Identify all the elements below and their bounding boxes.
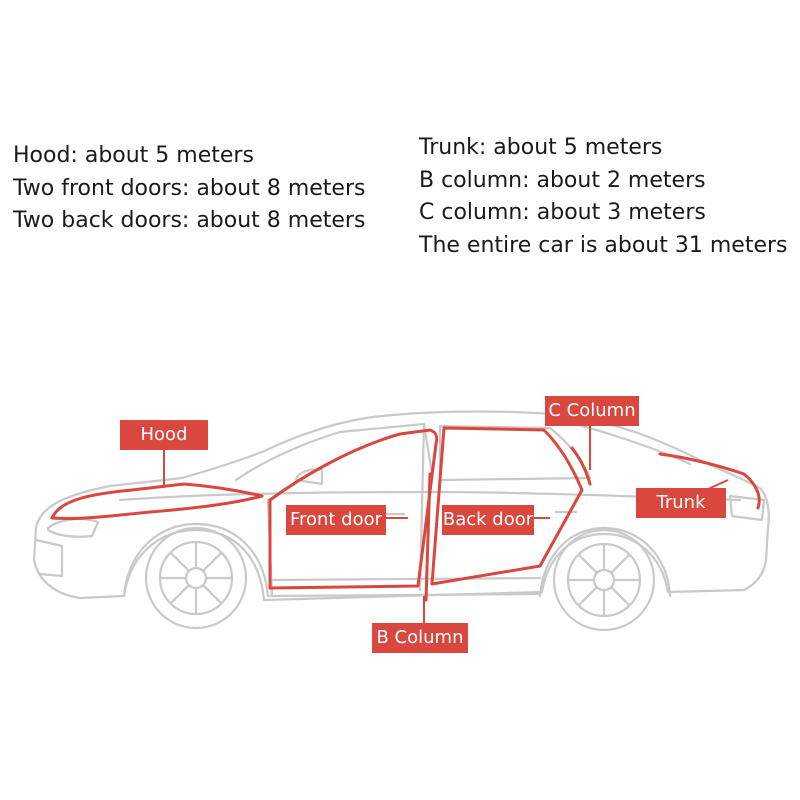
leader-lines — [163, 426, 729, 624]
spec-total: The entire car is about 31 meters — [419, 232, 788, 258]
spec-b-column: B column: about 2 meters — [419, 167, 706, 193]
trunk-label: Trunk — [636, 488, 726, 518]
hood-label: Hood — [120, 420, 208, 450]
front-door-label: Front door — [286, 505, 386, 535]
b-column-label: B Column — [372, 623, 468, 653]
spec-list-left: Hood: about 5 meters Two front doors: ab… — [13, 140, 365, 238]
front-door-strip — [268, 428, 439, 590]
spec-back-doors: Two back doors: about 8 meters — [13, 208, 366, 233]
seal-strips — [50, 426, 761, 602]
spec-trunk: Trunk: about 5 meters — [419, 135, 663, 160]
hood-strip — [50, 482, 264, 521]
b-column-strip — [424, 472, 432, 602]
trunk-strip — [658, 452, 761, 510]
spec-front-doors: Two front doors: about 8 meters — [13, 175, 366, 201]
spec-hood: Hood: about 5 meters — [13, 143, 254, 168]
c-column-strip — [570, 446, 592, 486]
back-door-label: Back door — [442, 505, 534, 535]
c-column-label: C Column — [545, 396, 639, 426]
spec-list-right: Trunk: about 5 meters B column: about 2 … — [419, 132, 788, 262]
spec-c-column: C column: about 3 meters — [419, 200, 706, 225]
back-door-strip — [430, 426, 584, 586]
